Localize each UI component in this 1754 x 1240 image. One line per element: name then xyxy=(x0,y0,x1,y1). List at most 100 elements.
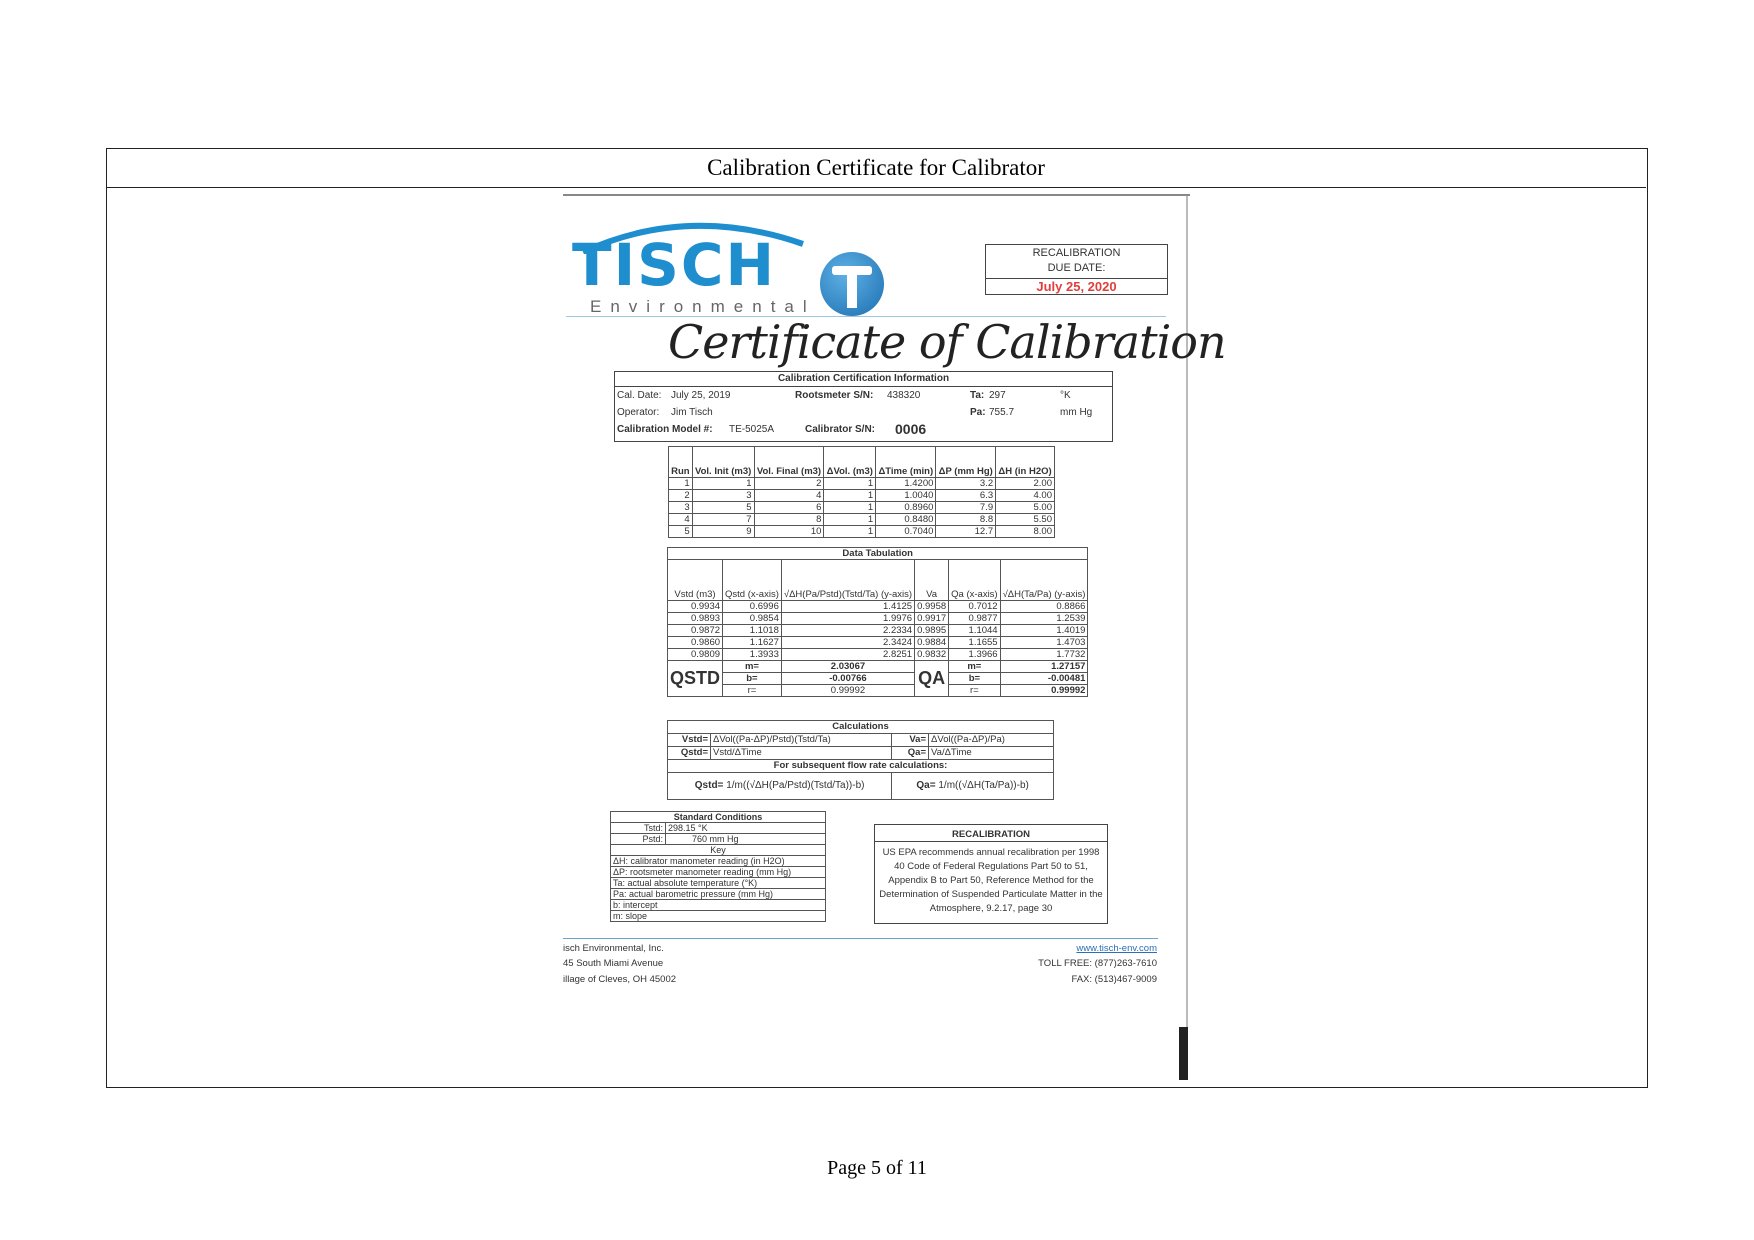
qa-b-label: b= xyxy=(948,672,1001,685)
fax: FAX: (513)467-9009 xyxy=(1071,974,1157,985)
key-item: Pa: actual barometric pressure (mm Hg) xyxy=(610,888,826,900)
subsequent-heading: For subsequent flow rate calculations: xyxy=(667,759,1054,773)
table-cell: 12.7 xyxy=(935,525,997,538)
table-cell: 10 xyxy=(753,525,825,538)
table-cell: 0.9872 xyxy=(666,624,724,637)
table-cell: 1.3966 xyxy=(948,648,1001,661)
standard-heading: Standard Conditions xyxy=(610,811,826,823)
tabulation-header: √ΔH(Ta/Pa) (y-axis) xyxy=(999,559,1089,601)
ta-label: Ta: xyxy=(970,390,985,401)
qa-r: 0.99992 xyxy=(999,684,1089,697)
table-cell: 1.4125 xyxy=(780,600,916,613)
table-cell: 1.1627 xyxy=(722,636,782,649)
runs-header: Vol. Final (m3) xyxy=(753,446,825,478)
table-cell: 2.8251 xyxy=(780,648,916,661)
table-cell: 9 xyxy=(691,525,755,538)
calibrator-label: Calibrator S/N: xyxy=(805,424,876,435)
key-row: ΔP: rootsmeter manometer reading (mm Hg) xyxy=(610,866,826,878)
tabulation-heading: Data Tabulation xyxy=(666,547,1089,560)
table-cell: 1.1018 xyxy=(722,624,782,637)
cal-date: July 25, 2019 xyxy=(671,390,731,401)
tstd-label: Tstd: xyxy=(610,822,666,834)
due-date-label: DUE DATE: xyxy=(1047,262,1106,274)
calibration-info: Calibration Certification Information Ca… xyxy=(614,371,1113,442)
table-cell: 1.2539 xyxy=(999,612,1089,625)
key-item: Ta: actual absolute temperature (°K) xyxy=(610,877,826,889)
key-item: m: slope xyxy=(610,910,826,922)
ta-value: 297 xyxy=(989,390,1006,401)
qstd-calc: Vstd/ΔTime xyxy=(709,746,893,760)
key-item: b: intercept xyxy=(610,899,826,911)
page-title: Calibration Certificate for Calibrator xyxy=(106,148,1646,188)
tabulation-header: Qa (x-axis) xyxy=(948,559,1001,601)
certificate-heading: Certificate of Calibration xyxy=(668,315,1227,369)
website-link[interactable]: www.tisch-env.com xyxy=(1076,943,1157,954)
key-heading: Key xyxy=(610,844,826,856)
table-cell: 2.2334 xyxy=(780,624,916,637)
table-cell: 1.0040 xyxy=(875,489,937,502)
table-cell: 1.4019 xyxy=(999,624,1089,637)
table-cell: 0.7040 xyxy=(875,525,937,538)
rootsmeter-label: Rootsmeter S/N: xyxy=(795,390,874,401)
model: TE-5025A xyxy=(729,424,775,435)
divider xyxy=(563,194,1190,196)
qstd-r: 0.99992 xyxy=(780,684,916,697)
table-cell: 1.4703 xyxy=(999,636,1089,649)
table-cell: 1 xyxy=(823,525,877,538)
qstd-formula: 1/m((√ΔH(Pa/Pstd)(Tstd/Ta))-b) xyxy=(726,780,865,791)
tabulation-header: √ΔH(Pa/Pstd)(Tstd/Ta) (y-axis) xyxy=(780,559,916,601)
tisch-logo: TISCH xyxy=(572,231,777,299)
qstd-m: 2.03067 xyxy=(780,660,916,673)
qa-formula: 1/m((√ΔH(Ta/Pa))-b) xyxy=(938,780,1029,791)
table-cell: 5 xyxy=(668,525,693,538)
qa-calc: Va/ΔTime xyxy=(928,746,1054,760)
due-date: July 25, 2020 xyxy=(1036,279,1117,294)
scan-edge xyxy=(1186,196,1188,1080)
table-cell: 7.9 xyxy=(935,501,997,514)
pa-label: Pa: xyxy=(970,407,986,418)
vstd-label: Vstd= xyxy=(667,733,711,747)
tabulation-header: Qstd (x-axis) xyxy=(722,559,782,601)
table-cell: 0.7012 xyxy=(948,600,1001,613)
table-cell: 0.9893 xyxy=(666,612,724,625)
table-cell: 0.9860 xyxy=(666,636,724,649)
table-cell: 0.9877 xyxy=(948,612,1001,625)
table-cell: 0.9917 xyxy=(914,612,950,625)
key-row: Ta: actual absolute temperature (°K) xyxy=(610,877,826,889)
table-cell: 3 xyxy=(691,489,755,502)
table-cell: 1 xyxy=(668,477,693,490)
table-cell: 1.9976 xyxy=(780,612,916,625)
table-cell: 8.00 xyxy=(995,525,1055,538)
table-cell: 0.9895 xyxy=(914,624,950,637)
key-row: ΔH: calibrator manometer reading (in H2O… xyxy=(610,855,826,867)
table-cell: 0.8480 xyxy=(875,513,937,526)
table-cell: 0.8866 xyxy=(999,600,1089,613)
logo-arc-icon xyxy=(581,222,804,254)
table-cell: 6.3 xyxy=(935,489,997,502)
table-cell: 8 xyxy=(753,513,825,526)
table-cell: 5 xyxy=(691,501,755,514)
scan-artifact xyxy=(1179,1027,1188,1080)
data-tabulation-table: Data Tabulation Vstd (m3)Qstd (x-axis)√Δ… xyxy=(666,547,1089,697)
va-formula: ΔVol((Pa-ΔP)/Pa) xyxy=(928,733,1054,747)
info-heading: Calibration Certification Information xyxy=(615,372,1112,387)
key-row: m: slope xyxy=(610,910,826,922)
qa-label: QA xyxy=(914,660,950,697)
qstd-m-label: m= xyxy=(722,660,782,673)
qstd-b: -0.00766 xyxy=(780,672,916,685)
runs-header: ΔTime (min) xyxy=(875,446,937,478)
runs-header: Vol. Init (m3) xyxy=(691,446,755,478)
table-cell: 0.9958 xyxy=(914,600,950,613)
qstd-label: QSTD xyxy=(666,660,724,697)
table-cell: 0.9832 xyxy=(914,648,950,661)
pstd: 760 mm Hg xyxy=(665,833,826,845)
qa-b: -0.00481 xyxy=(999,672,1089,685)
company-city: illage of Cleves, OH 45002 xyxy=(563,974,677,985)
qa-formula-label: Qa= xyxy=(916,780,936,791)
